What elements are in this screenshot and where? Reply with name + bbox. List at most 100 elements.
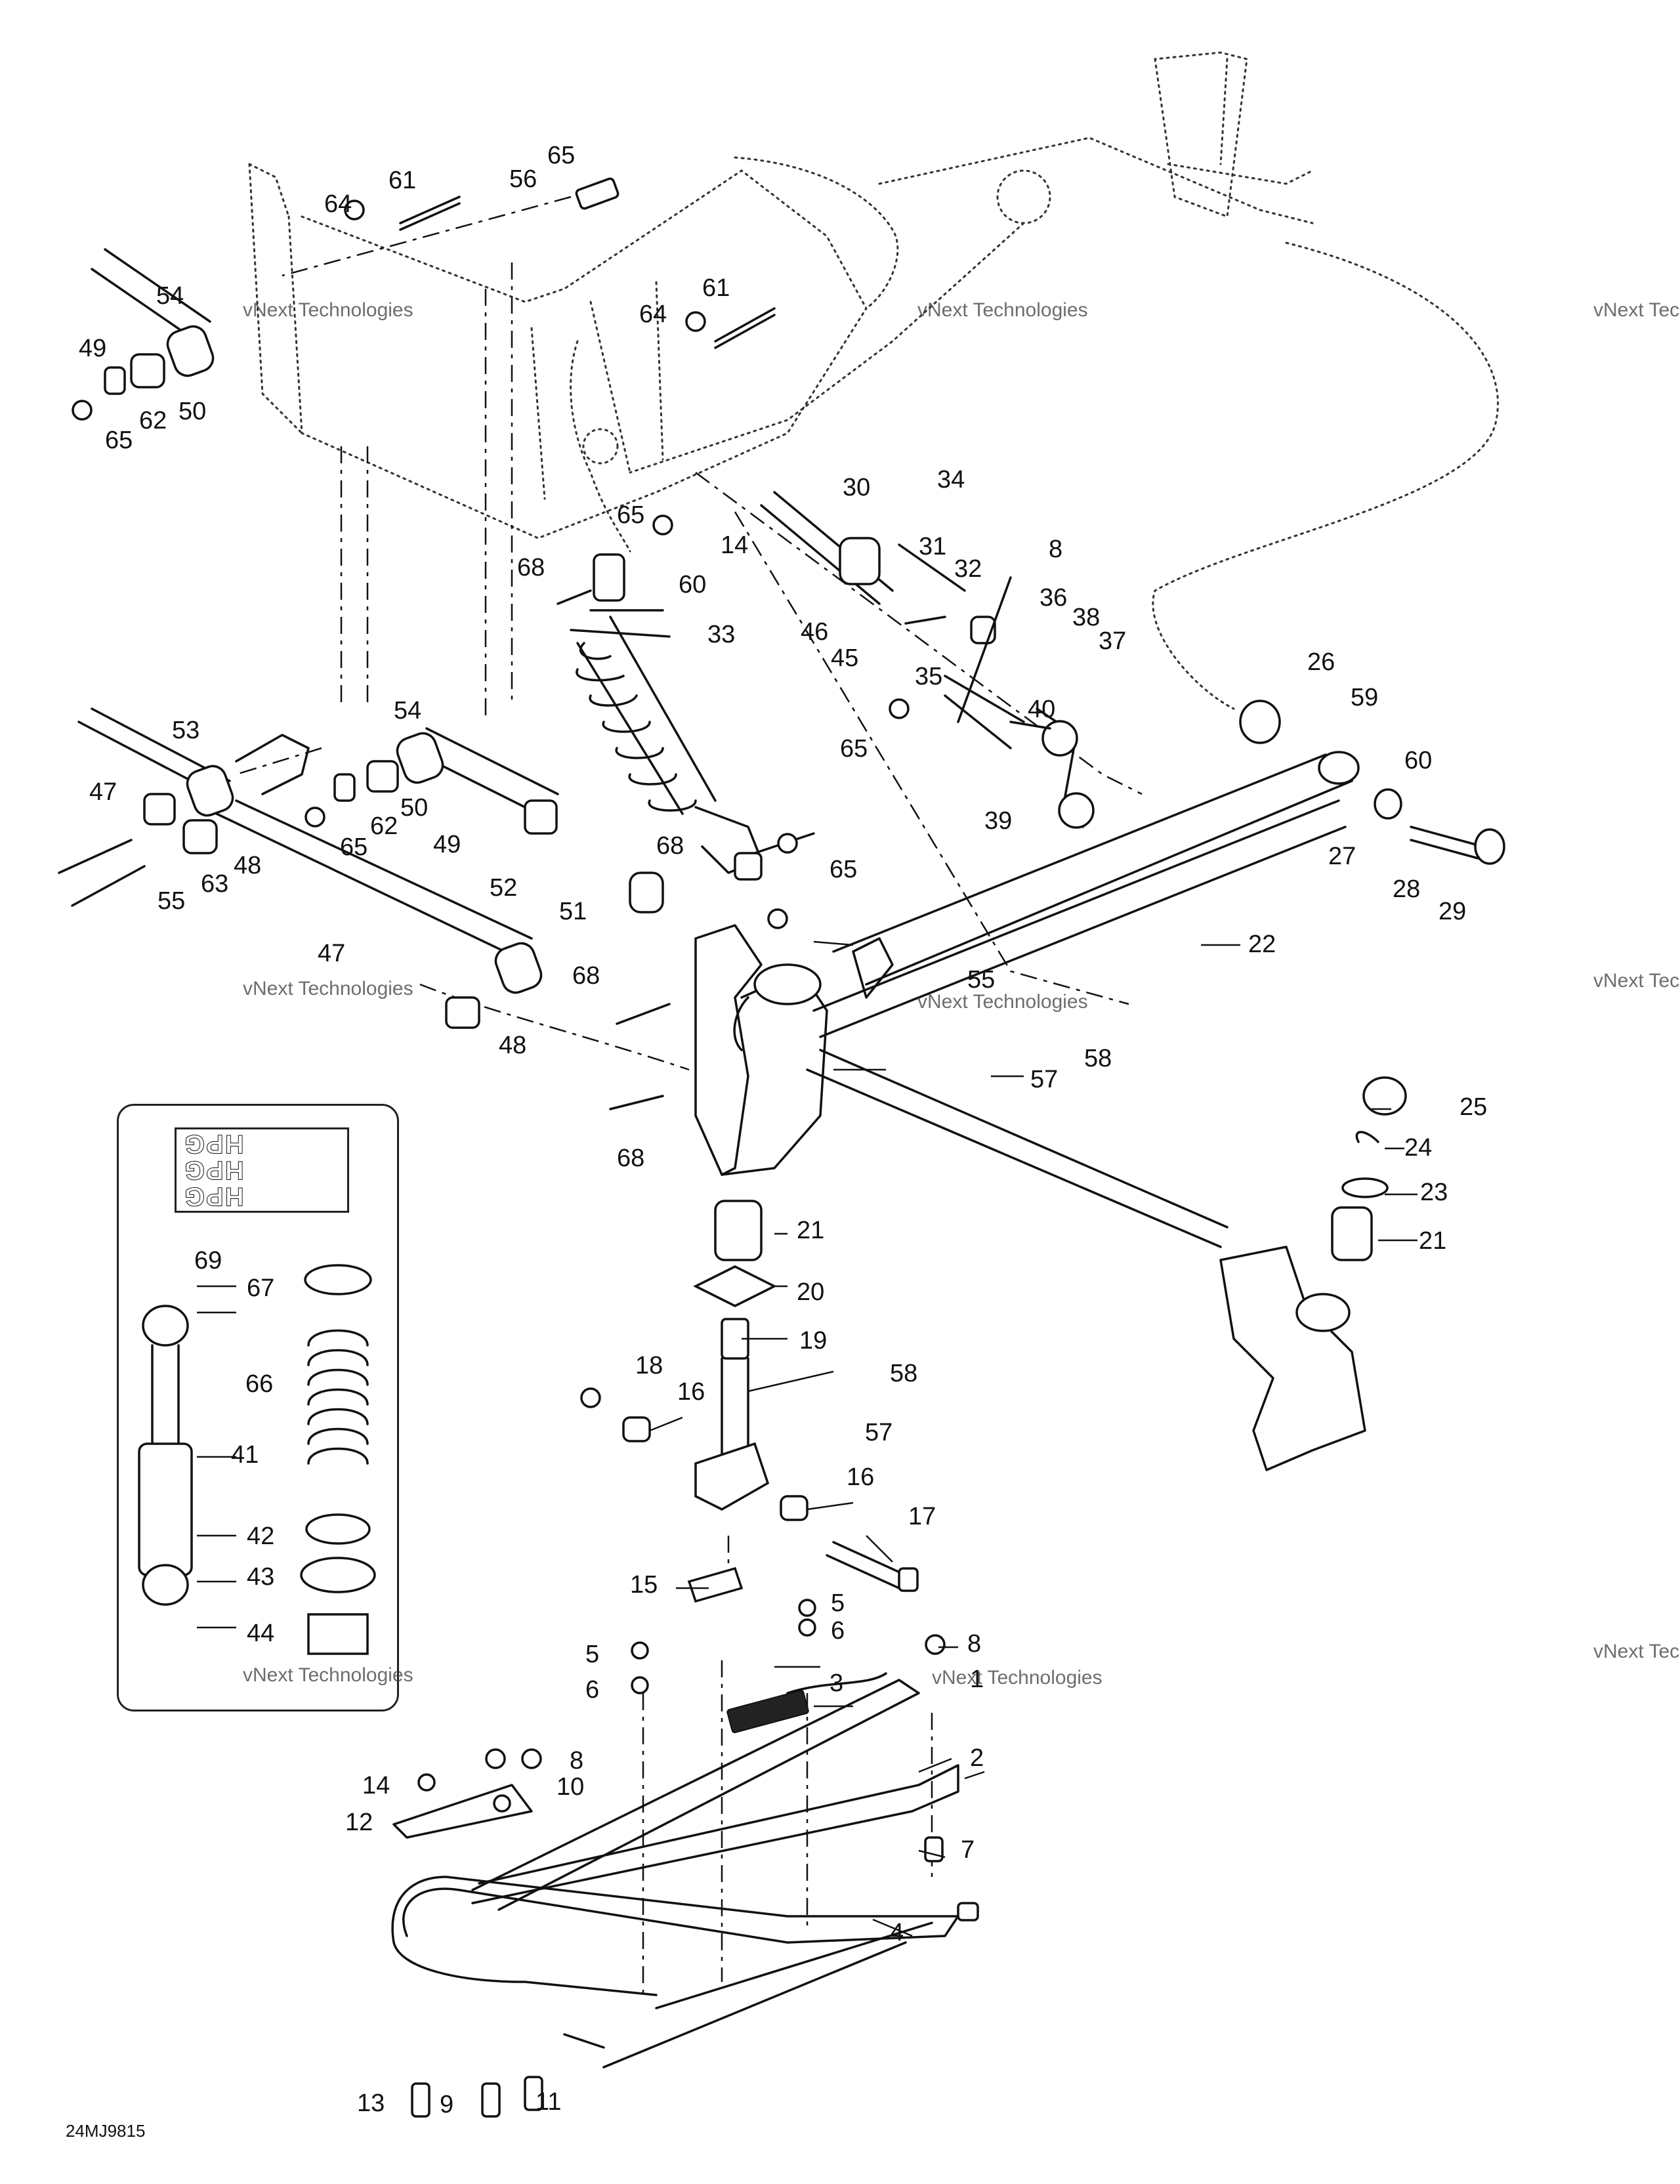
callout-48: 48 — [234, 852, 262, 879]
inset-shock-parts — [138, 1264, 376, 1655]
callout-13: 13 — [357, 2090, 385, 2117]
callout-26: 26 — [1307, 648, 1335, 676]
callout-1: 1 — [970, 1666, 984, 1693]
callout-65: 65 — [340, 833, 368, 861]
callout-20: 20 — [797, 1278, 825, 1306]
callout-25: 25 — [1460, 1093, 1488, 1121]
callout-43: 43 — [247, 1563, 275, 1591]
callout-16: 16 — [677, 1378, 705, 1406]
callout-57: 57 — [1030, 1066, 1059, 1093]
callout-67: 67 — [247, 1274, 275, 1302]
callout-60: 60 — [1404, 747, 1433, 774]
callout-28: 28 — [1393, 875, 1421, 903]
callout-55: 55 — [158, 887, 186, 915]
callout-65: 65 — [840, 735, 868, 763]
ski-assembly — [391, 1672, 959, 2068]
callout-31: 31 — [919, 533, 947, 560]
callout-11: 11 — [536, 2088, 562, 2116]
callout-29: 29 — [1438, 898, 1467, 925]
callout-52: 52 — [490, 874, 518, 902]
frame-outline — [248, 51, 1499, 710]
callout-54: 54 — [156, 282, 184, 310]
callout-19: 19 — [799, 1327, 828, 1354]
callout-14: 14 — [362, 1772, 390, 1799]
callout-50: 50 — [400, 794, 429, 822]
callout-17: 17 — [908, 1503, 936, 1530]
decal-69: HPG HPG HPG — [175, 1127, 349, 1213]
callout-15: 15 — [630, 1571, 658, 1599]
callout-5: 5 — [585, 1641, 600, 1668]
callout-54: 54 — [394, 697, 422, 724]
a-arm-22 — [806, 751, 1360, 1248]
callout-63: 63 — [201, 870, 229, 898]
callout-64: 64 — [639, 301, 667, 328]
callout-4: 4 — [890, 1919, 904, 1946]
callout-48: 48 — [499, 1032, 527, 1059]
callout-60: 60 — [679, 571, 707, 598]
callout-64: 64 — [324, 190, 352, 218]
callout-8: 8 — [570, 1747, 584, 1774]
callout-18: 18 — [635, 1352, 663, 1379]
callout-51: 51 — [559, 898, 587, 925]
callout-65: 65 — [547, 142, 576, 169]
callout-58: 58 — [890, 1360, 918, 1387]
callout-65: 65 — [617, 501, 645, 529]
callout-6: 6 — [585, 1676, 600, 1704]
stabilizer-links — [760, 491, 1095, 829]
callout-65: 65 — [830, 856, 858, 883]
callout-49: 49 — [79, 335, 107, 362]
decal-text-line: HPG — [183, 1182, 245, 1211]
decal-text-line: HPG — [183, 1156, 245, 1185]
callout-58: 58 — [1084, 1045, 1112, 1072]
callout-42: 42 — [247, 1522, 275, 1550]
callout-68: 68 — [517, 554, 545, 581]
callout-41: 41 — [231, 1441, 259, 1469]
callout-24: 24 — [1404, 1134, 1433, 1162]
spindle-bracket — [694, 924, 828, 1176]
callout-8: 8 — [1049, 536, 1063, 563]
callout-62: 62 — [370, 812, 398, 840]
callout-37: 37 — [1099, 627, 1127, 655]
callout-34: 34 — [937, 466, 965, 494]
leader-lines — [197, 940, 1418, 1937]
callout-59: 59 — [1351, 684, 1379, 711]
callout-61: 61 — [702, 274, 730, 302]
callout-38: 38 — [1072, 604, 1101, 631]
callout-40: 40 — [1028, 696, 1056, 723]
inset-frame — [117, 1104, 399, 1712]
callout-23: 23 — [1420, 1179, 1448, 1206]
callout-10: 10 — [556, 1773, 585, 1801]
callout-69: 69 — [194, 1247, 222, 1274]
callout-45: 45 — [831, 644, 859, 672]
right-knuckle — [1219, 700, 1505, 1471]
callout-49: 49 — [433, 831, 461, 858]
callout-33: 33 — [707, 621, 736, 648]
callout-39: 39 — [984, 807, 1013, 835]
callout-16: 16 — [847, 1463, 875, 1491]
callout-9: 9 — [440, 2091, 454, 2118]
callout-68: 68 — [572, 962, 600, 990]
callout-32: 32 — [954, 555, 982, 583]
callout-55: 55 — [967, 966, 996, 994]
callout-68: 68 — [656, 832, 684, 860]
callout-66: 66 — [245, 1370, 274, 1398]
callout-21: 21 — [1419, 1227, 1447, 1255]
trailing-arms — [77, 248, 664, 1029]
callout-68: 68 — [617, 1144, 645, 1172]
figure-code: 24MJ9815 — [66, 2121, 146, 2141]
decal-text-line: HPG — [183, 1129, 245, 1159]
callout-3: 3 — [830, 1670, 844, 1697]
callout-22: 22 — [1248, 931, 1276, 958]
assembly-lines — [236, 196, 1143, 1995]
spindle-stack — [622, 1200, 919, 1603]
callout-12: 12 — [345, 1809, 373, 1836]
callout-65: 65 — [105, 427, 133, 454]
callout-56: 56 — [509, 165, 537, 193]
callout-57: 57 — [865, 1419, 893, 1446]
callout-14: 14 — [721, 532, 749, 559]
hardware — [58, 177, 1051, 2118]
callout-6: 6 — [831, 1617, 845, 1645]
callout-61: 61 — [388, 167, 417, 194]
